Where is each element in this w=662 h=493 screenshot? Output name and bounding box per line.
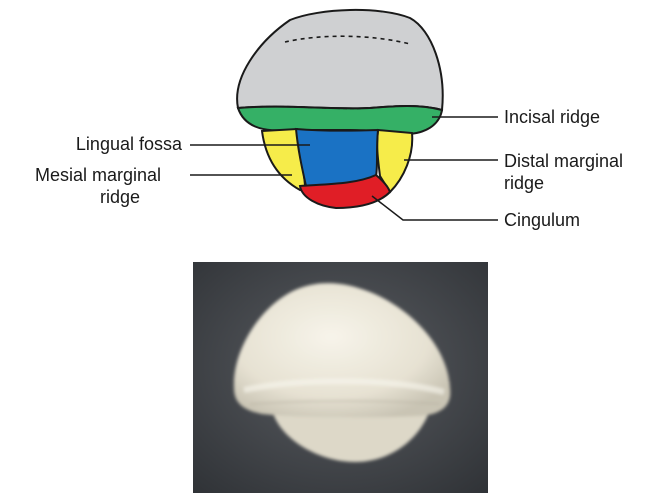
- label-distal-marginal-ridge-line1: Distal marginal: [504, 151, 623, 171]
- label-distal-marginal-ridge-line2: ridge: [504, 173, 544, 193]
- tooth-schematic: [237, 10, 443, 208]
- crown-region: [237, 10, 443, 110]
- label-cingulum: Cingulum: [504, 209, 580, 231]
- label-distal-marginal-ridge: Distal marginal ridge: [504, 150, 623, 194]
- leader-cingulum: [372, 196, 498, 220]
- lingual-fossa-region: [296, 129, 378, 186]
- label-mesial-marginal-ridge-line1: Mesial marginal: [35, 165, 161, 185]
- label-mesial-marginal-ridge: Mesial marginal ridge: [12, 164, 184, 208]
- label-lingual-fossa: Lingual fossa: [30, 133, 182, 155]
- tooth-photo: [193, 262, 488, 493]
- label-incisal-ridge: Incisal ridge: [504, 106, 600, 128]
- label-mesial-marginal-ridge-line2: ridge: [100, 186, 140, 208]
